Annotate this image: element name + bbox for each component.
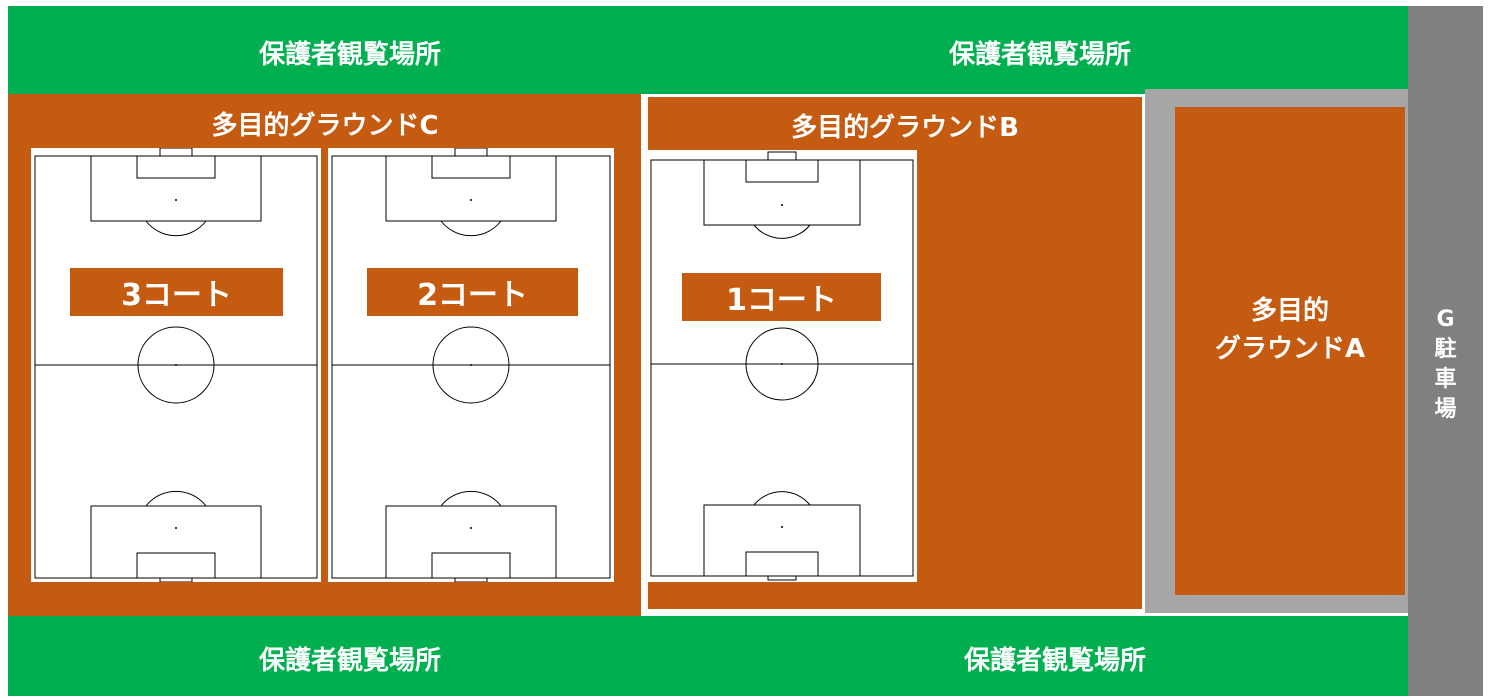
ground-c-title: 多目的グラウンドC bbox=[211, 110, 439, 141]
pitch-lines-2 bbox=[331, 148, 611, 582]
spectator-label-top-right: 保護者観覧場所 bbox=[948, 39, 1131, 70]
court-label-2: 2コート bbox=[367, 268, 578, 316]
ground-a bbox=[1175, 107, 1405, 595]
court-label-1: 1コート bbox=[682, 273, 881, 321]
soccer-field-2 bbox=[328, 148, 614, 582]
ground-b-title: 多目的グラウンドB bbox=[791, 112, 1019, 143]
ground-a-title-line1: 多目的 bbox=[1250, 296, 1329, 326]
spectator-area-top bbox=[8, 6, 1408, 94]
ground-a-title-line2: グラウンドA bbox=[1214, 334, 1366, 364]
parking-letter: G bbox=[1436, 307, 1455, 332]
spectator-label-bottom-left: 保護者観覧場所 bbox=[258, 645, 441, 676]
ground-a-title: 多目的 グラウンドA bbox=[1175, 280, 1405, 380]
soccer-field-3 bbox=[31, 148, 321, 582]
parking-char-3: 場 bbox=[1434, 397, 1457, 422]
spectator-label-bottom-right: 保護者観覧場所 bbox=[963, 645, 1146, 676]
spectator-area-bottom bbox=[8, 616, 1408, 696]
court-label-3: 3コート bbox=[70, 268, 283, 316]
parking-char-2: 車 bbox=[1434, 367, 1457, 392]
spectator-label-top-left: 保護者観覧場所 bbox=[258, 39, 441, 70]
parking-char-1: 駐 bbox=[1434, 337, 1457, 362]
pitch-lines-3 bbox=[34, 148, 318, 582]
soccer-field-1 bbox=[646, 150, 917, 582]
parking-label: G 駐 車 場 bbox=[1408, 300, 1483, 430]
parking-lot bbox=[1408, 6, 1483, 696]
pitch-lines-1 bbox=[650, 151, 914, 581]
